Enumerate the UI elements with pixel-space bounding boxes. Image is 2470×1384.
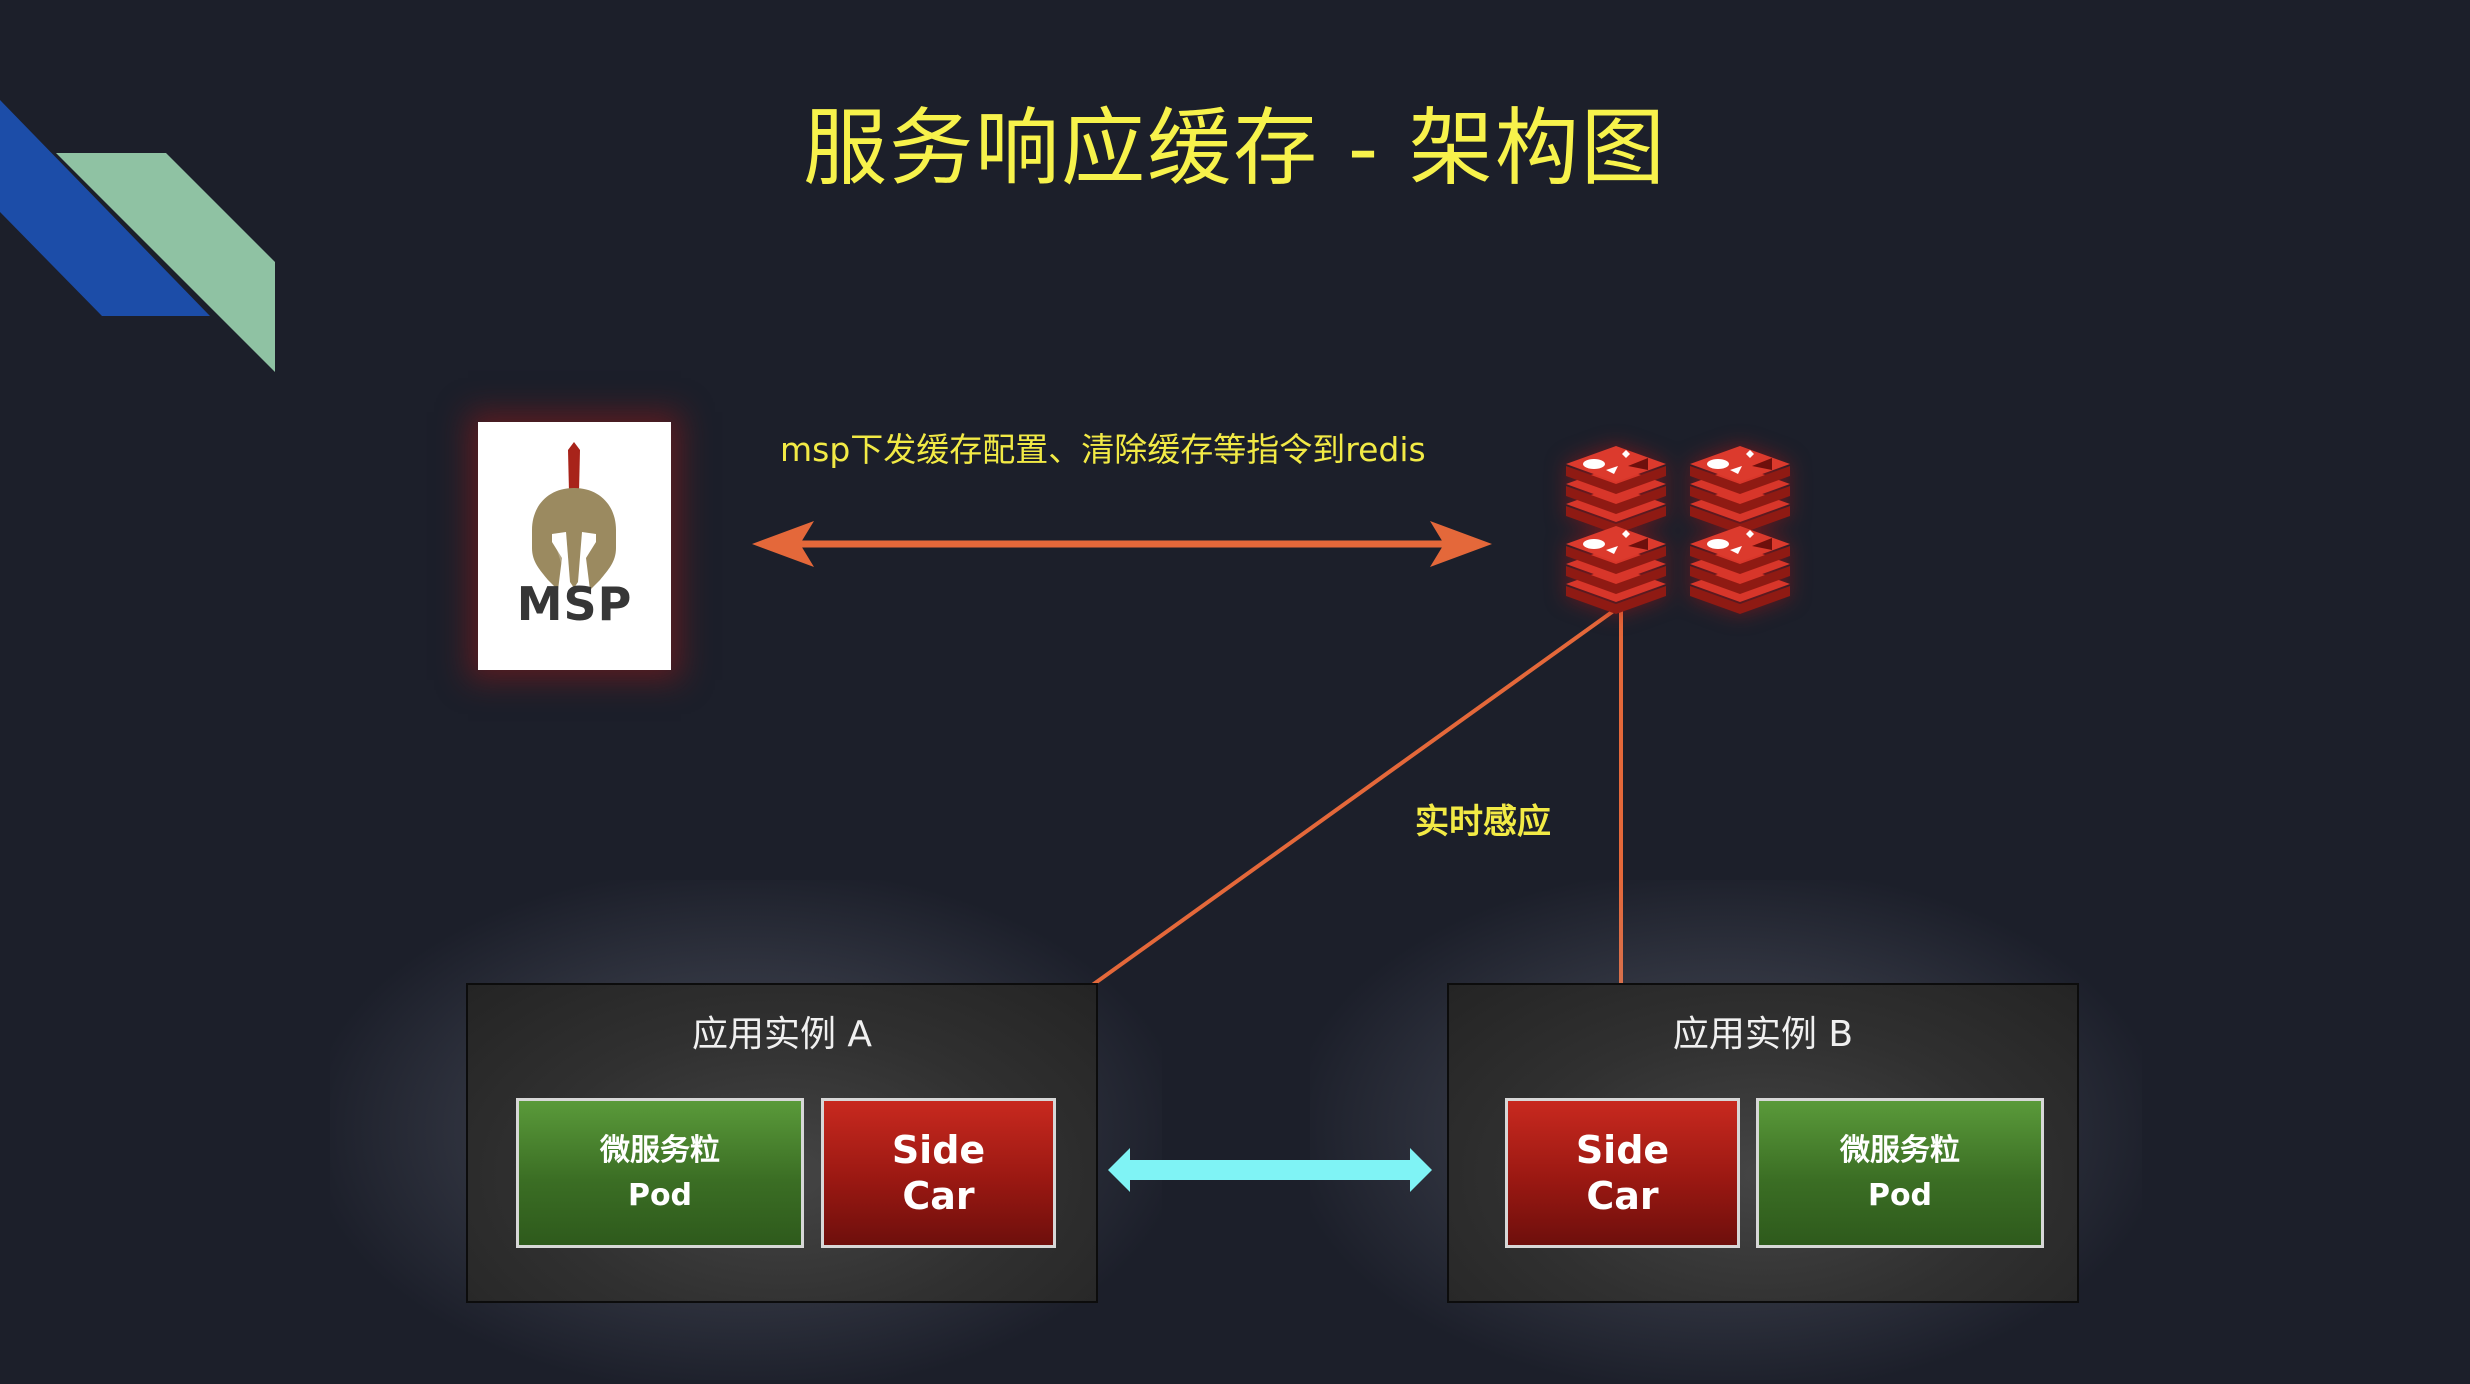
spartan-helmet-icon	[532, 442, 616, 590]
redis-node-icon	[1690, 526, 1790, 614]
msp-logo-text: MSP	[516, 577, 633, 631]
instance-title: 应用实例 B	[1672, 1014, 1854, 1055]
msp-redis-arrow	[752, 521, 1492, 567]
microservice-pod: 微服务粒 Pod	[516, 1098, 804, 1248]
redis-node-icon	[1566, 446, 1666, 534]
instance-title: 应用实例 A	[691, 1014, 873, 1055]
msp-logo-card: MSP	[478, 422, 671, 670]
sidecar-label: Side	[1575, 1128, 1670, 1172]
app-instance-b: 应用实例 B Side Car 微服务粒 Pod	[1447, 983, 2079, 1303]
sidecar-box: Side Car	[1505, 1098, 1740, 1248]
realtime-sense-label: 实时感应	[1415, 802, 1551, 842]
page-title: 服务响应缓存 - 架构图	[803, 99, 1667, 197]
msp-command-label: msp下发缓存配置、清除缓存等指令到redis	[780, 430, 1426, 469]
sidecar-sublabel: Car	[1586, 1174, 1659, 1218]
sidecar-sublabel: Car	[902, 1174, 975, 1218]
app-instance-a: 应用实例 A 微服务粒 Pod Side Car	[466, 983, 1098, 1303]
microservice-pod: 微服务粒 Pod	[1756, 1098, 2044, 1248]
pod-sublabel: Pod	[627, 1178, 693, 1213]
redis-node-icon	[1566, 526, 1666, 614]
redis-cluster-icon	[1566, 446, 1790, 614]
pod-sublabel: Pod	[1867, 1178, 1933, 1213]
pod-label: 微服务粒	[600, 1133, 720, 1168]
pod-label: 微服务粒	[1840, 1133, 1960, 1168]
sidecar-label: Side	[891, 1128, 986, 1172]
sidecar-box: Side Car	[821, 1098, 1056, 1248]
redis-node-icon	[1690, 446, 1790, 534]
corner-decoration	[0, 100, 275, 372]
sidecar-sync-arrow	[1108, 1148, 1432, 1192]
